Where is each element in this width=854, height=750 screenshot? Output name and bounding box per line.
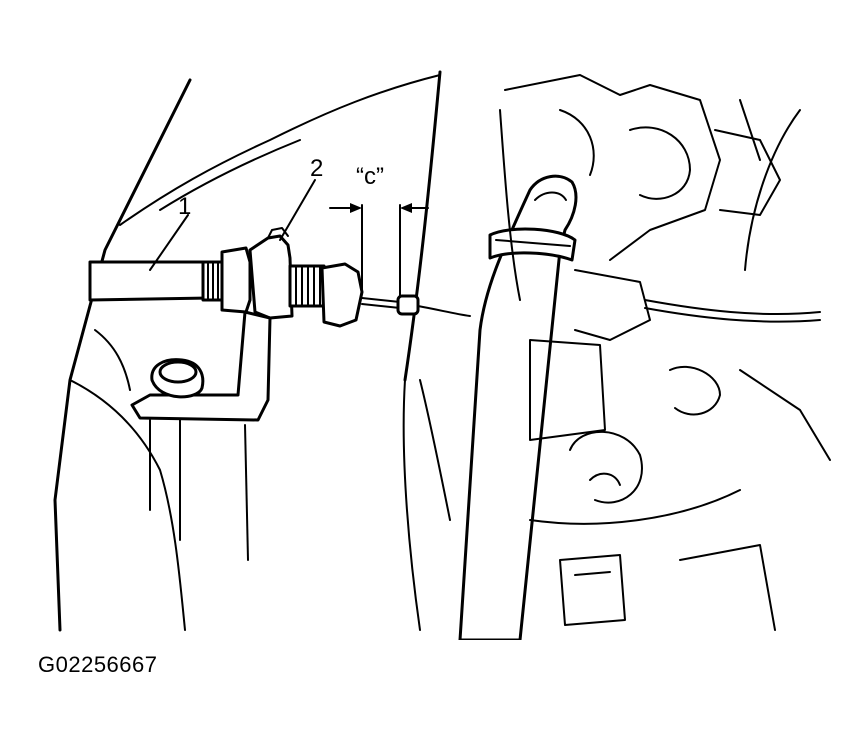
leader-line-2 <box>279 179 316 241</box>
lock-nut <box>220 246 252 314</box>
figure-code: G02256667 <box>38 652 158 677</box>
cable-adjustment-illustration: 1 2 “c” <box>53 70 831 640</box>
cable-bracket <box>130 227 294 561</box>
cable-housing <box>88 260 227 302</box>
body-panel-lines <box>53 70 442 632</box>
callout-1: 1 <box>178 193 191 220</box>
leader-line-1 <box>149 214 189 271</box>
inner-cable <box>361 294 471 317</box>
dimension-c-marker <box>329 203 429 297</box>
callout-dimension-c: “c” <box>356 163 384 190</box>
callout-2: 2 <box>310 155 323 182</box>
engine-components <box>419 74 831 631</box>
adjuster-threads <box>288 264 326 308</box>
adjuster-end-cap <box>320 262 364 328</box>
mounting-bolt <box>150 358 205 399</box>
hose-assembly <box>458 174 578 640</box>
